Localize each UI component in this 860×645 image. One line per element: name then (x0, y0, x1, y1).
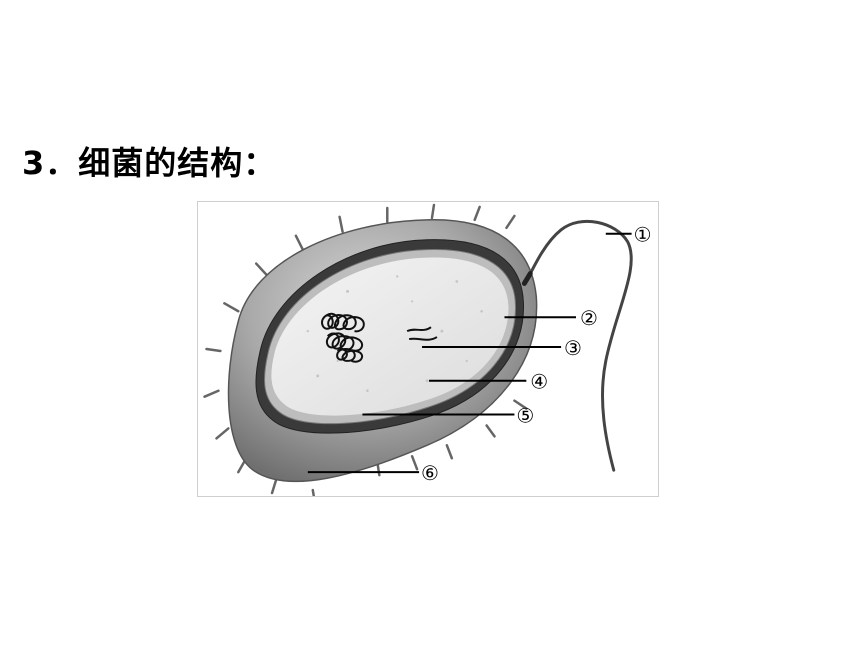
label-4: ④ (530, 371, 548, 394)
bacteria-illustration: ① ② ③ ④ ⑤ ⑥ (203, 203, 652, 496)
slide-title: 3．细菌的结构： (22, 144, 277, 182)
label-6: ⑥ (421, 462, 439, 485)
nucleoid (321, 312, 438, 363)
bacteria-diagram: ① ② ③ ④ ⑤ ⑥ (197, 201, 659, 497)
label-2: ② (580, 307, 598, 330)
label-1: ① (634, 224, 652, 247)
cytoplasm (271, 257, 509, 416)
label-5: ⑤ (516, 405, 534, 428)
cytoplasm-texture (306, 275, 483, 393)
flagellum (524, 219, 633, 472)
label-3: ③ (564, 337, 582, 360)
leader-lines (307, 232, 632, 474)
